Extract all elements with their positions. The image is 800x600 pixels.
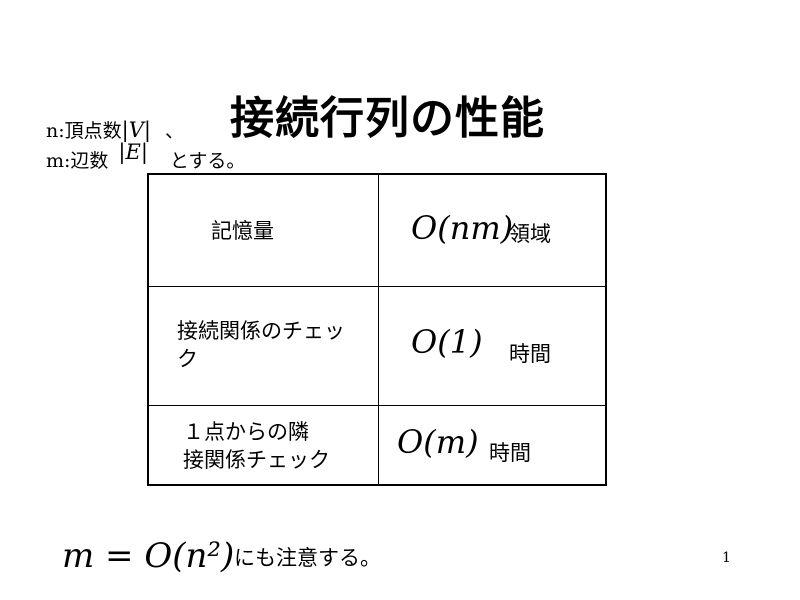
table-column-divider (378, 175, 379, 484)
row-incidence-check-unit: 時間 (509, 342, 551, 366)
performance-table: 記憶量 O(nm) 領域 接続関係のチェッ ク O(1) 時間 １点からの隣 接… (147, 173, 607, 486)
edge-set-cardinality: |E| (118, 140, 148, 164)
comma-mark: 、 (164, 120, 184, 142)
page-number: 1 (722, 550, 731, 566)
note-text: にも注意する。 (234, 546, 381, 570)
table-row-divider (149, 405, 605, 406)
row-incidence-check-complexity: O(1) (411, 323, 483, 361)
definition-ending: とする。 (169, 150, 246, 172)
row-memory-complexity: O(nm) (411, 209, 514, 247)
table-row-divider (149, 286, 605, 287)
row-memory-unit: 領域 (509, 222, 551, 246)
vertex-count-label: n:頂点数 (46, 120, 122, 142)
row-memory-label: 記憶量 (211, 219, 274, 243)
edge-bound-formula: m = O(n²) (62, 536, 235, 576)
row-incidence-check-label: 接続関係のチェッ ク (177, 317, 345, 373)
edge-count-label: m:辺数 (46, 150, 109, 172)
row-incidence-check-label-line2: ク (177, 347, 198, 371)
row-adjacency-check-label-line2: 接関係チェック (183, 448, 330, 472)
row-adjacency-check-label-line1: １点からの隣 (183, 420, 309, 444)
row-incidence-check-label-line1: 接続関係のチェッ (177, 319, 345, 343)
row-adjacency-check-unit: 時間 (489, 441, 531, 465)
slide-title: 接続行列の性能 (230, 93, 545, 144)
row-adjacency-check-complexity: O(m) (397, 423, 479, 461)
vertex-set-cardinality: |V| (121, 118, 151, 142)
row-adjacency-check-label: １点からの隣 接関係チェック (183, 418, 330, 474)
vertex-count-definition: n:頂点数|V| 、 (46, 116, 184, 143)
edge-count-definition: m:辺数 |E| とする。 (46, 140, 246, 173)
